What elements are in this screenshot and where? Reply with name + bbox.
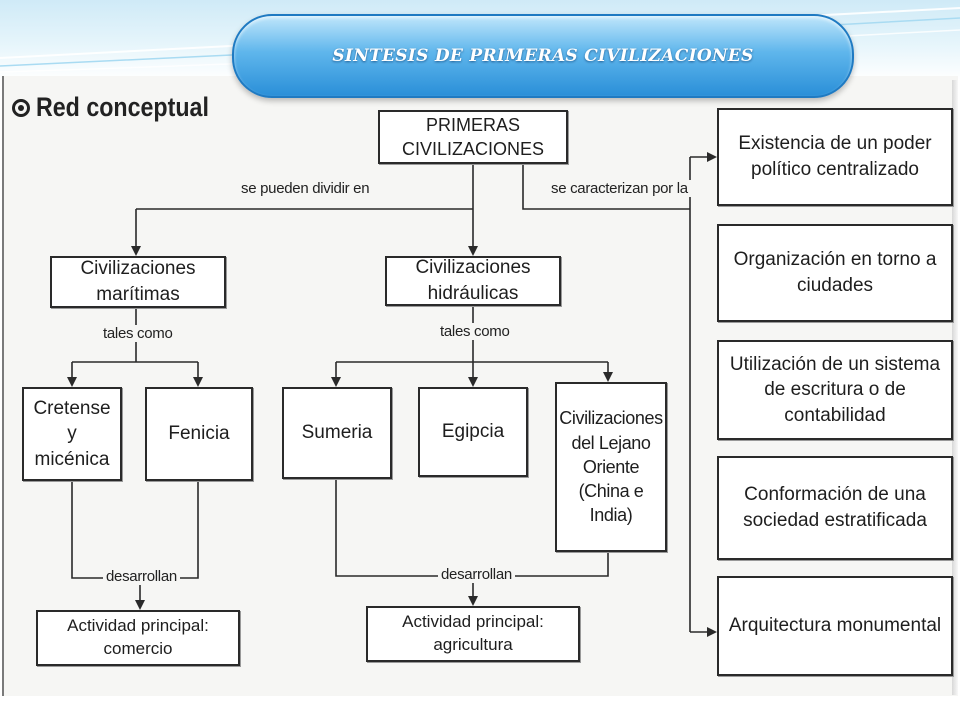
node-actividad-comercio: Actividad principal: comercio bbox=[36, 610, 240, 666]
node-primeras-civilizaciones: PRIMERAS CIVILIZACIONES bbox=[378, 110, 568, 164]
link-label-tales-como-2: tales como bbox=[437, 323, 513, 340]
target-icon bbox=[12, 98, 30, 117]
section-heading: Red conceptual bbox=[12, 92, 237, 123]
slide-title: SINTESIS DE PRIMERAS CIVILIZACIONES bbox=[332, 46, 754, 66]
node-fenicia: Fenicia bbox=[145, 387, 253, 481]
node-civilizaciones-hidraulicas: Civilizaciones hidráulicas bbox=[385, 256, 561, 306]
node-egipcia: Egipcia bbox=[418, 387, 528, 477]
characteristic-ciudades: Organización en torno a ciudades bbox=[717, 224, 953, 322]
link-label-caracterizan: se caracterizan por la bbox=[548, 180, 691, 197]
node-cretense-micenica: Cretense y micénica bbox=[22, 387, 122, 481]
connector bbox=[522, 163, 690, 210]
link-label-desarrollan-1: desarrollan bbox=[103, 568, 180, 585]
connector bbox=[71, 481, 199, 579]
node-lejano-oriente: Civilizaciones del Lejano Oriente (China… bbox=[555, 382, 667, 552]
node-actividad-agricultura: Actividad principal: agricultura bbox=[366, 606, 580, 662]
link-label-desarrollan-2: desarrollan bbox=[438, 566, 515, 583]
node-civilizaciones-maritimas: Civilizaciones marítimas bbox=[50, 256, 226, 308]
characteristic-poder-politico: Existencia de un poder político centrali… bbox=[717, 108, 953, 206]
heading-label: Red conceptual bbox=[36, 92, 209, 122]
scan-edge bbox=[952, 80, 958, 695]
characteristic-escritura: Utilización de un sistema de escritura o… bbox=[717, 340, 953, 440]
slide-title-pill: SINTESIS DE PRIMERAS CIVILIZACIONES bbox=[232, 14, 854, 98]
node-sumeria: Sumeria bbox=[282, 387, 392, 479]
link-label-tales-como-1: tales como bbox=[100, 325, 176, 342]
characteristic-arquitectura: Arquitectura monumental bbox=[717, 576, 953, 676]
link-label-dividir: se pueden dividir en bbox=[238, 180, 373, 197]
characteristic-sociedad-estratificada: Conformación de una sociedad estratifica… bbox=[717, 456, 953, 560]
